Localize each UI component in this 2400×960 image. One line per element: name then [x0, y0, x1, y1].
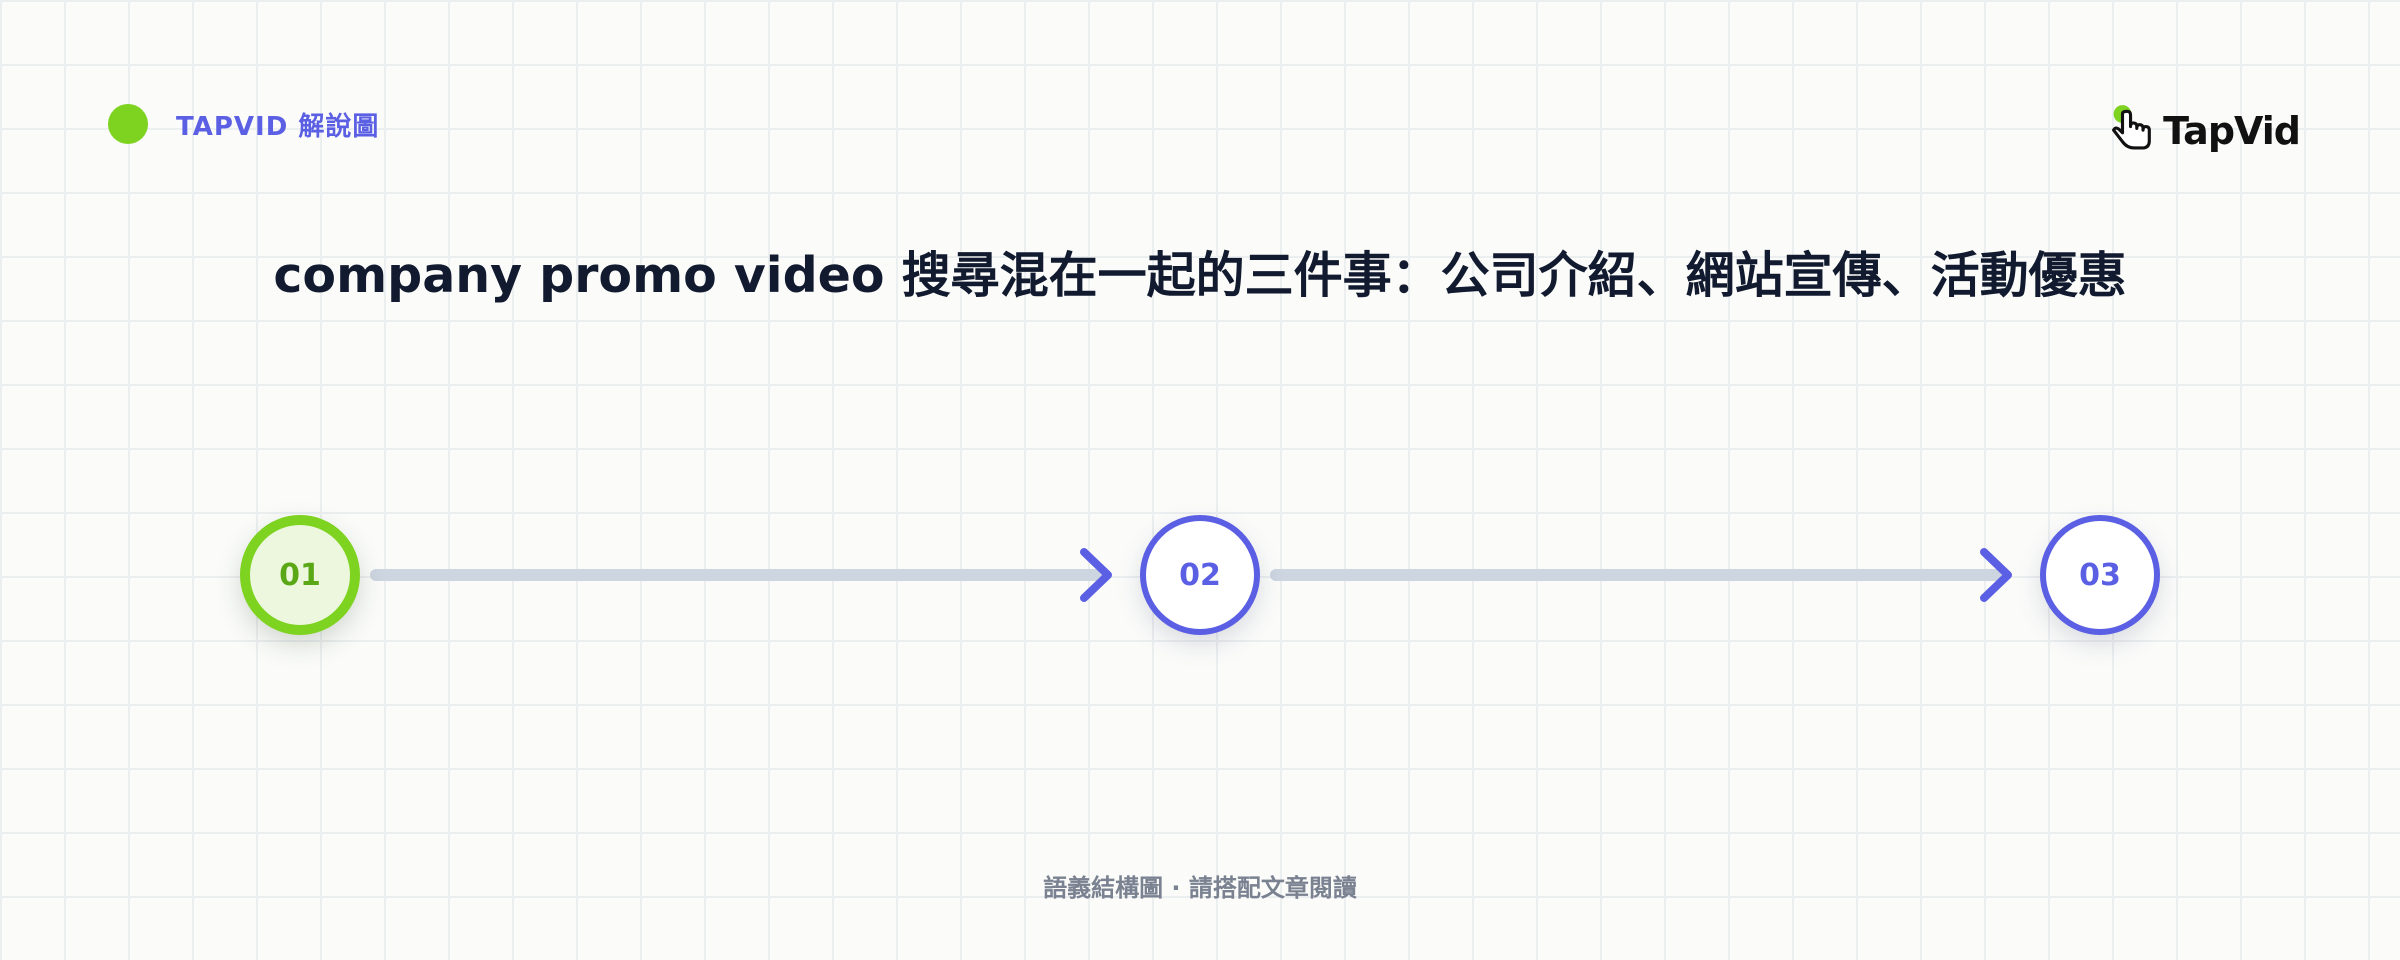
step-number: 03: [2079, 557, 2121, 593]
green-dot-icon: [108, 104, 148, 144]
step-node-01: 01: [240, 515, 360, 635]
connector-line-2: [1270, 569, 2010, 581]
chevron-right-icon: [1980, 548, 2012, 602]
step-number: 01: [279, 557, 321, 593]
diagram-label-text: TAPVID 解說圖: [176, 111, 380, 142]
pointing-hand-icon: [2112, 105, 2151, 150]
step-number: 02: [1179, 557, 1221, 593]
brand-name: TapVid: [2163, 109, 2301, 153]
footer-note: 語義結構圖 · 請搭配文章閱讀: [1043, 874, 1357, 902]
connector-line-1: [370, 569, 1110, 581]
diagram-title: company promo video 搜尋混在一起的三件事：公司介紹、網站宣傳…: [273, 247, 2127, 304]
diagram-label: TAPVID 解說圖: [108, 104, 379, 144]
step-node-02: 02: [1140, 515, 1260, 635]
chevron-right-icon: [1080, 548, 1112, 602]
brand-logo: TapVid: [2110, 96, 2301, 166]
step-node-03: 03: [2040, 515, 2160, 635]
